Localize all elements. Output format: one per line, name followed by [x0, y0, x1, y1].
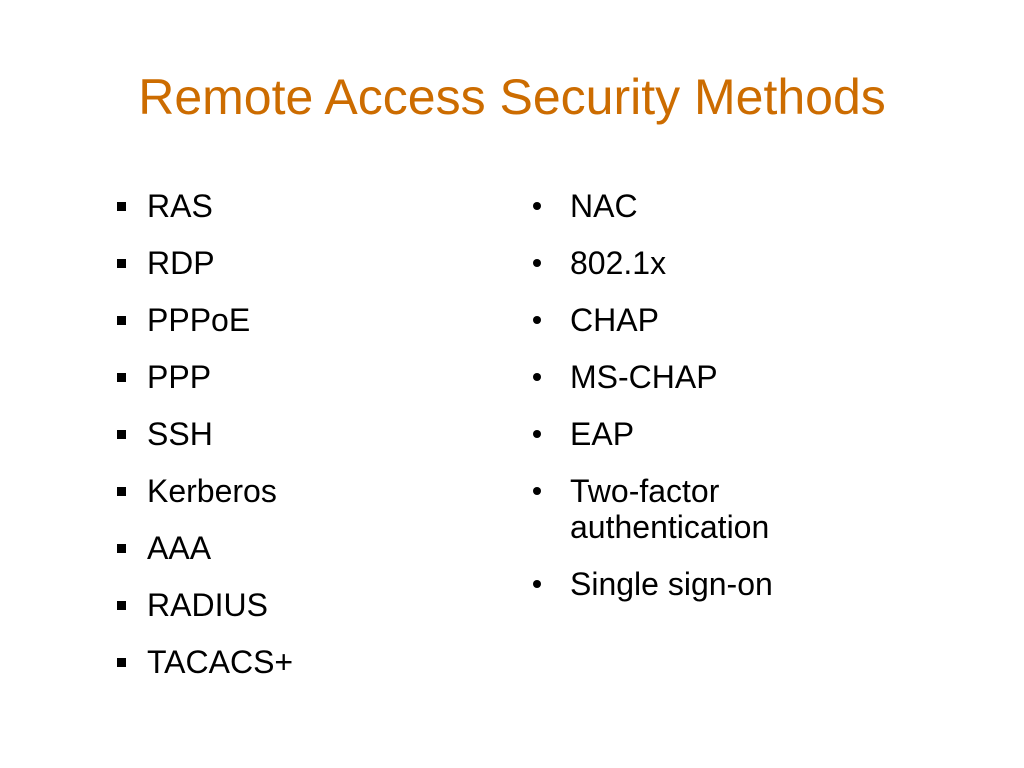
- list-item: Kerberos: [114, 473, 494, 509]
- list-item: RADIUS: [114, 587, 494, 623]
- list-item-label: PPP: [147, 359, 212, 395]
- slide-title: Remote Access Security Methods: [138, 69, 886, 125]
- round-bullet-icon: [533, 487, 541, 495]
- square-bullet-icon: [117, 373, 126, 382]
- list-item: Two-factor authentication: [530, 473, 830, 545]
- round-bullet-icon: [533, 259, 541, 267]
- list-item-label: CHAP: [570, 302, 659, 338]
- list-item: NAC: [530, 188, 950, 224]
- list-item-label: NAC: [570, 188, 638, 224]
- square-bullet-icon: [117, 544, 126, 553]
- round-bullet-icon: [533, 316, 541, 324]
- list-item: 802.1x: [530, 245, 950, 281]
- square-bullet-icon: [117, 316, 126, 325]
- list-item: MS-CHAP: [530, 359, 950, 395]
- list-item: RDP: [114, 245, 494, 281]
- list-item: PPPoE: [114, 302, 494, 338]
- square-bullet-icon: [117, 430, 126, 439]
- list-item: RAS: [114, 188, 494, 224]
- right-bullet-list: NAC 802.1x CHAP MS-CHAP EAP Two-factor a…: [530, 188, 950, 623]
- square-bullet-icon: [117, 259, 126, 268]
- list-item-label: SSH: [147, 416, 213, 452]
- list-item: EAP: [530, 416, 950, 452]
- list-item: TACACS+: [114, 644, 494, 680]
- list-item: SSH: [114, 416, 494, 452]
- round-bullet-icon: [533, 202, 541, 210]
- list-item: CHAP: [530, 302, 950, 338]
- list-item-label: TACACS+: [147, 644, 294, 680]
- list-item: AAA: [114, 530, 494, 566]
- list-item-label: Single sign-on: [570, 566, 773, 602]
- square-bullet-icon: [117, 601, 126, 610]
- list-item-label: MS-CHAP: [570, 359, 718, 395]
- square-bullet-icon: [117, 202, 126, 211]
- list-item-label: AAA: [147, 530, 212, 566]
- list-item-label: Kerberos: [147, 473, 277, 509]
- list-item-label: RADIUS: [147, 587, 268, 623]
- list-item-label: RDP: [147, 245, 215, 281]
- list-item: PPP: [114, 359, 494, 395]
- square-bullet-icon: [117, 658, 126, 667]
- round-bullet-icon: [533, 373, 541, 381]
- list-item-label: PPPoE: [147, 302, 251, 338]
- list-item-label: RAS: [147, 188, 213, 224]
- list-item: Single sign-on: [530, 566, 950, 602]
- square-bullet-icon: [117, 487, 126, 496]
- list-item-label: 802.1x: [570, 245, 667, 281]
- left-bullet-list: RAS RDP PPPoE PPP SSH Kerberos AAA RADIU…: [114, 188, 494, 701]
- round-bullet-icon: [533, 580, 541, 588]
- list-item-label: EAP: [570, 416, 635, 452]
- list-item-label: Two-factor authentication: [570, 473, 770, 545]
- round-bullet-icon: [533, 430, 541, 438]
